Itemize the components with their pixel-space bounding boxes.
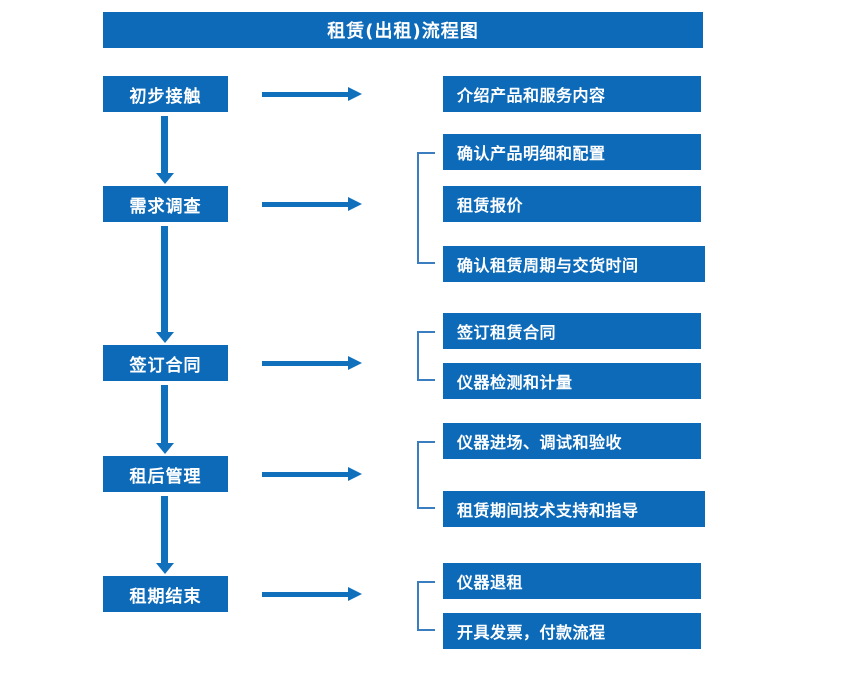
vertical-arrow-contract-to-management xyxy=(156,385,174,454)
stage-box-initial-contact[interactable]: 初步接触 xyxy=(103,76,228,112)
horizontal-arrow-initial-contact xyxy=(262,87,362,101)
horizontal-arrow-rental-end xyxy=(262,587,362,601)
stage-box-post-rental-management[interactable]: 租后管理 xyxy=(103,456,228,492)
task-box-rental-quotation[interactable]: 租赁报价 xyxy=(443,186,701,222)
vertical-arrow-management-to-end xyxy=(156,496,174,574)
group-bracket-sign-contract xyxy=(417,331,435,381)
group-bracket-rental-end xyxy=(417,581,435,631)
vertical-arrow-survey-to-contract xyxy=(156,226,174,343)
task-box-instrument-testing-metering[interactable]: 仪器检测和计量 xyxy=(443,363,701,399)
task-box-instrument-entry-commissioning-acceptance[interactable]: 仪器进场、调试和验收 xyxy=(443,423,701,459)
stage-box-demand-survey[interactable]: 需求调查 xyxy=(103,186,228,222)
flowchart-title: 租赁(出租)流程图 xyxy=(103,12,703,48)
group-bracket-demand-survey xyxy=(417,152,435,264)
stage-box-rental-end[interactable]: 租期结束 xyxy=(103,576,228,612)
horizontal-arrow-post-rental-management xyxy=(262,467,362,481)
group-bracket-post-rental-management xyxy=(417,441,435,509)
task-box-introduce-products[interactable]: 介绍产品和服务内容 xyxy=(443,76,701,112)
task-box-invoice-payment-process[interactable]: 开具发票，付款流程 xyxy=(443,613,701,649)
horizontal-arrow-sign-contract xyxy=(262,356,362,370)
task-box-instrument-return[interactable]: 仪器退租 xyxy=(443,563,701,599)
vertical-arrow-initial-to-survey xyxy=(156,116,174,184)
horizontal-arrow-demand-survey xyxy=(262,197,362,211)
task-box-technical-support-during-rental[interactable]: 租赁期间技术支持和指导 xyxy=(443,491,705,527)
task-box-sign-rental-contract[interactable]: 签订租赁合同 xyxy=(443,313,701,349)
task-box-confirm-product-details[interactable]: 确认产品明细和配置 xyxy=(443,134,701,170)
stage-box-sign-contract[interactable]: 签订合同 xyxy=(103,345,228,381)
task-box-confirm-rental-period-delivery[interactable]: 确认租赁周期与交货时间 xyxy=(443,246,705,282)
